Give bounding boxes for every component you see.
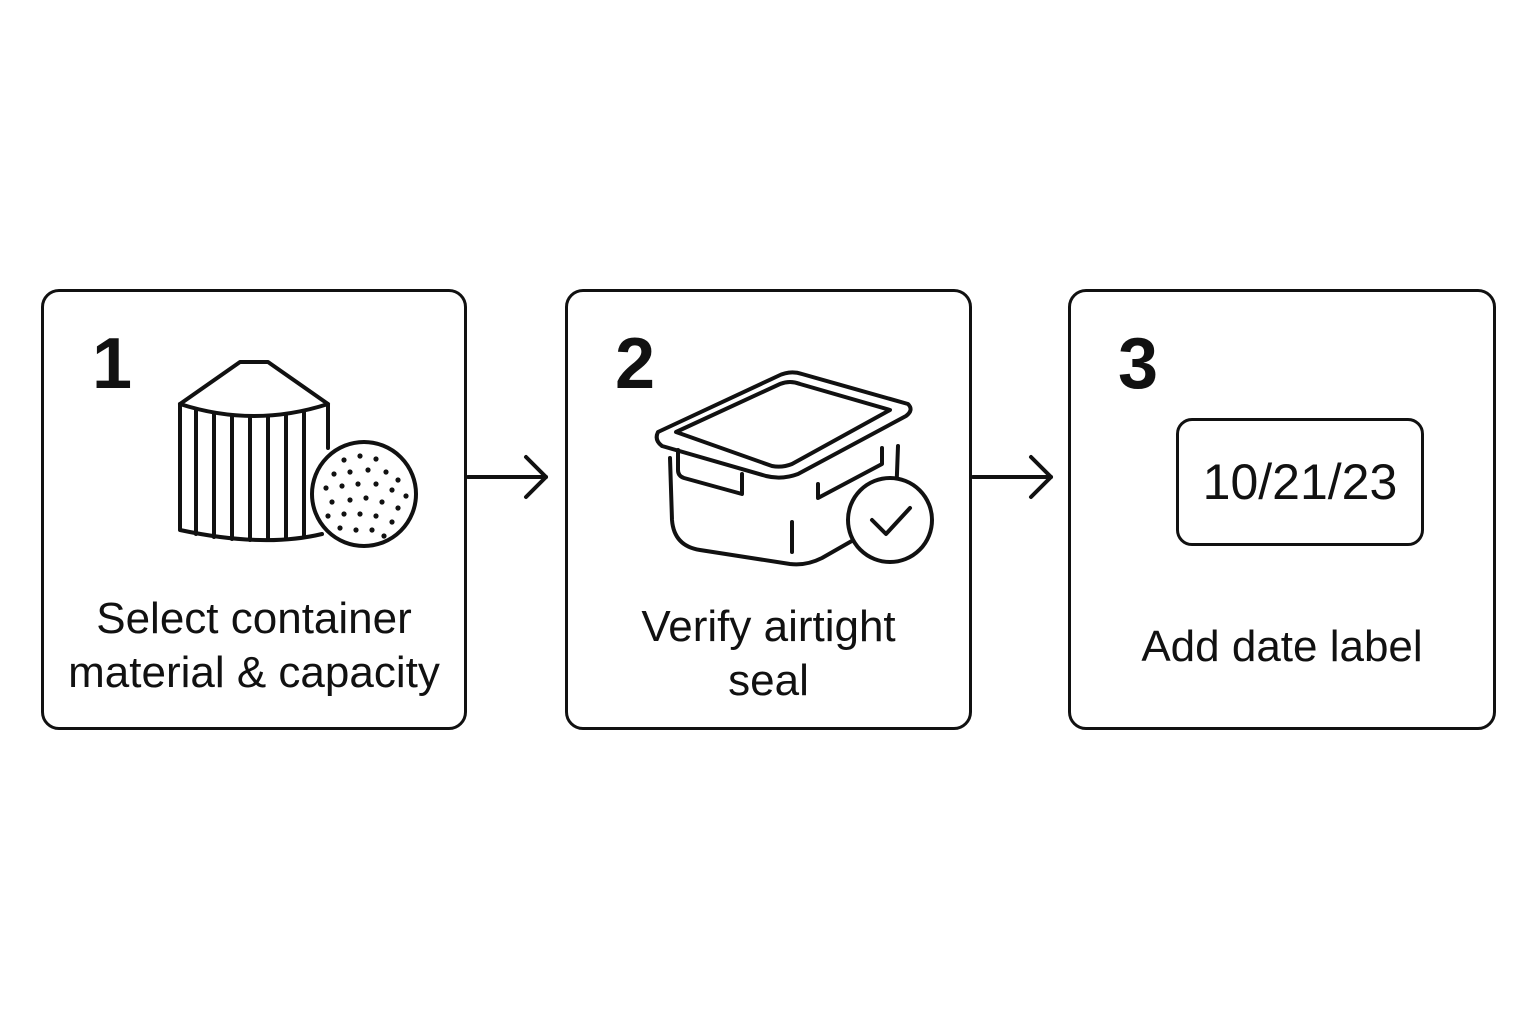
date-label-text: 10/21/23 <box>1202 454 1398 510</box>
date-label-icon: 10/21/23 <box>1176 418 1424 546</box>
step-number: 1 <box>92 324 133 404</box>
caption-line: Add date label <box>1141 622 1423 671</box>
caption-line: Select container <box>96 594 412 643</box>
caption-line: Verify airtight <box>641 602 896 651</box>
step-number: 3 <box>1118 324 1159 404</box>
step-card-1: 1 Select container <box>41 289 467 730</box>
step-caption: Verify airtight seal <box>568 600 969 708</box>
step-card-2: 2 Verify airtight seal <box>565 289 972 730</box>
step-caption: Select container material & capacity <box>44 592 464 700</box>
caption-line: material & capacity <box>68 648 440 697</box>
step-caption: Add date label <box>1071 620 1493 674</box>
grain-silo-icon <box>178 360 418 548</box>
step-number: 2 <box>615 324 656 404</box>
arrow-right-icon <box>971 455 1053 499</box>
sealed-container-check-icon <box>654 370 934 567</box>
caption-line: seal <box>728 656 809 705</box>
step-card-3: 3 10/21/23 Add date label <box>1068 289 1496 730</box>
arrow-right-icon <box>466 455 548 499</box>
